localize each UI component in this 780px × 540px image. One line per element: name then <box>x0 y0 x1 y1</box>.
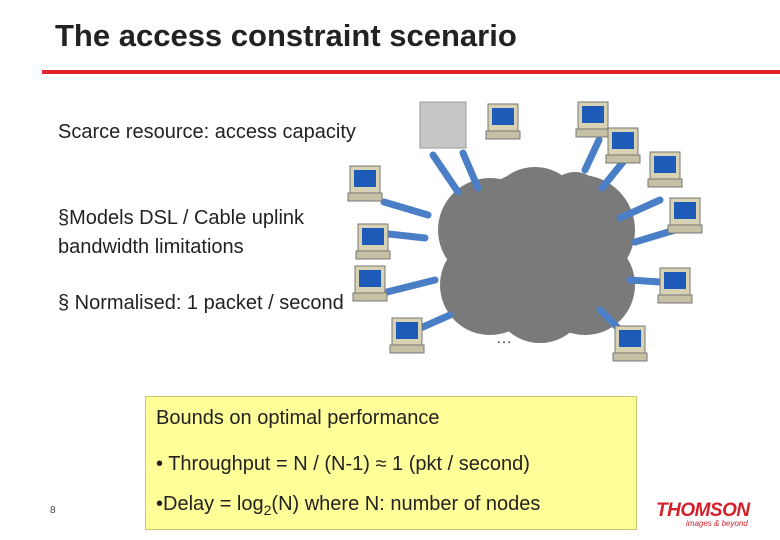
bounds-throughput: • Throughput = N / (N-1) ≈ 1 (pkt / seco… <box>156 453 530 475</box>
computer-icon <box>347 165 383 202</box>
computer-icon <box>647 151 683 188</box>
network-cloud <box>438 167 635 343</box>
computer-icon <box>575 101 611 138</box>
text-scarce-resource: Scarce resource: access capacity <box>58 121 356 143</box>
computer-icon <box>667 197 703 234</box>
bounds-heading: Bounds on optimal performance <box>156 407 440 429</box>
page-number: 8 <box>50 505 56 516</box>
bounds-box: Bounds on optimal performance • Throughp… <box>145 396 637 530</box>
computer-icon <box>352 265 388 302</box>
computer-icon <box>605 127 641 164</box>
network-diagram <box>340 90 780 380</box>
computer-icon <box>389 317 425 354</box>
text-models-dsl: §Models DSL / Cable uplink bandwidth lim… <box>58 207 305 258</box>
thomson-logo: THOMSON images & beyond <box>656 500 756 528</box>
delay-subscript: 2 <box>263 502 272 518</box>
logo-tagline: images & beyond <box>686 519 748 528</box>
slide-title: The access constraint scenario <box>55 18 517 53</box>
computer-icon <box>657 267 693 304</box>
delay-prefix: •Delay = log <box>156 493 264 515</box>
computer-icon <box>485 103 521 140</box>
diagram-ellipsis: … <box>496 330 512 347</box>
server-box <box>419 101 467 149</box>
delay-suffix: (N) where N: number of nodes <box>271 493 541 515</box>
computer-icons <box>347 101 703 362</box>
logo-name: THOMSON <box>656 500 750 521</box>
computer-icon <box>612 325 648 362</box>
network-diagram-svg <box>347 101 703 362</box>
title-underline <box>42 70 780 74</box>
text-normalised: § Normalised: 1 packet / second <box>58 292 344 314</box>
bounds-delay: •Delay = log2(N) where N: number of node… <box>156 493 540 518</box>
computer-icon <box>355 223 391 260</box>
